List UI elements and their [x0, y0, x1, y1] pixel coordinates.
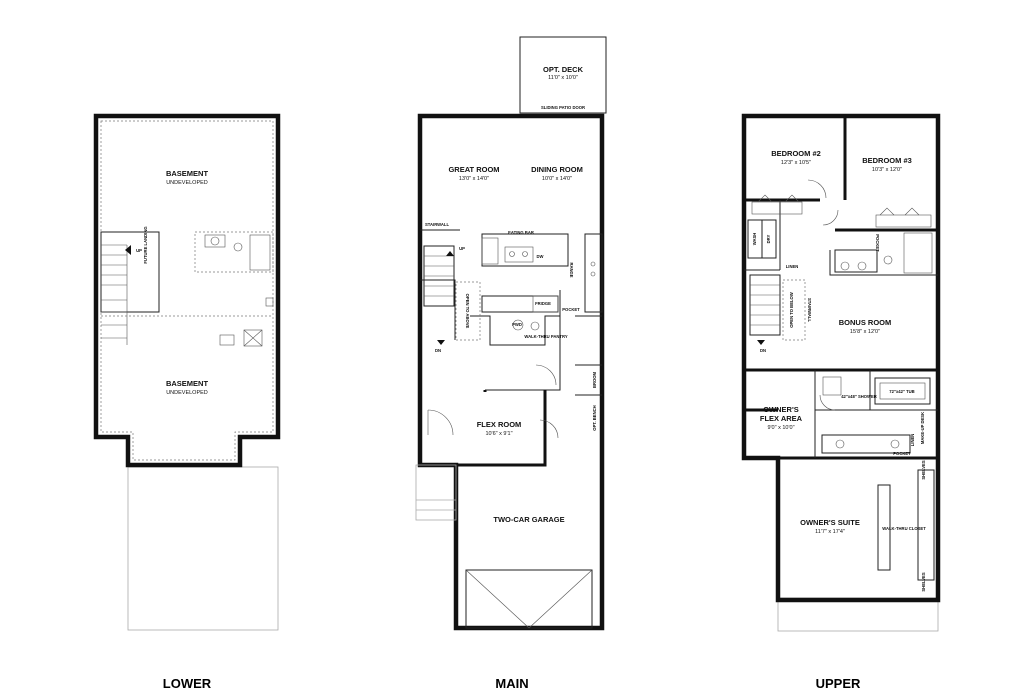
- dining-room-dim: 10'0" x 14'0": [542, 176, 572, 182]
- owners-flex-name-line1: OWNER'S: [763, 405, 799, 414]
- linen-label: LINEN: [786, 264, 799, 269]
- lower-stair-zone: [100, 231, 160, 313]
- closet-shelf-right: [917, 469, 935, 581]
- bedroom2-dim: 12'3" x 10'5": [781, 160, 811, 166]
- dining-room-name: DINING ROOM: [531, 165, 583, 174]
- closet-label: WALK-THRU CLOSET: [882, 526, 926, 531]
- upper-stairs: [749, 274, 806, 341]
- makeup-desk-label: MAKE-UP DESK: [920, 412, 925, 444]
- owners-flex-dim: 9'0" x 10'0": [767, 425, 794, 431]
- pocket2-label: POCKET: [893, 451, 911, 456]
- sliding-door-label: SLIDING PATIO DOOR: [541, 105, 585, 110]
- bench-label: OPT. BENCH: [592, 405, 597, 430]
- closet-shelf-left: [877, 484, 891, 571]
- dry-label: DRY: [766, 234, 771, 243]
- up-arrow-icon: [125, 245, 131, 255]
- range-counter: [584, 233, 603, 313]
- bedroom3-dim: 10'3" x 12'0": [872, 167, 902, 173]
- kitchen-island: [481, 233, 569, 267]
- main-pocket-label: POCKET: [562, 307, 580, 312]
- open-above-label: OPEN TO ABOVE: [465, 294, 470, 329]
- powder-sink-icon: [512, 319, 524, 331]
- main-dn-label: DN: [435, 348, 441, 353]
- main-stairwall-label: STAIRWALL: [425, 222, 449, 227]
- toilet-icon: [883, 255, 893, 265]
- deck-outline: [519, 36, 607, 114]
- main-exterior-wall: [417, 113, 605, 631]
- upper-exterior-wall: [741, 113, 941, 603]
- main-stairs: [423, 245, 481, 341]
- pantry-label: WALK-THRU PANTRY: [524, 334, 567, 339]
- great-room-dim: 13'0" x 14'0": [459, 176, 489, 182]
- down-arrow-icon: [757, 340, 765, 345]
- bedroom3-name: BEDROOM #3: [862, 156, 912, 165]
- soaker-tub-icon: [874, 377, 931, 405]
- bonus-room-name: BONUS ROOM: [839, 318, 892, 327]
- upper-stairwall-label: STAIRWALL: [807, 298, 812, 322]
- main-up-label: UP: [459, 246, 465, 251]
- owners-suite-dim: 11'7" x 17'4": [815, 529, 845, 535]
- deck-name: OPT. DECK: [543, 65, 584, 74]
- double-vanity: [821, 434, 911, 454]
- down-arrow-icon: [437, 340, 445, 345]
- main-floor-plan: OPT. DECK 11'0" x 10'0" SLIDING PATIO DO…: [415, 36, 607, 631]
- shower-label: 42"x48" SHOWER: [841, 394, 877, 399]
- range-label: RANGE: [569, 262, 574, 277]
- sink-icon: [210, 236, 220, 246]
- upper-yard-outline: [777, 597, 939, 632]
- broom-label: BROOM: [592, 371, 597, 388]
- sink-icon: [857, 261, 867, 271]
- lower-roughin-area: [194, 231, 274, 273]
- level-title-main: MAIN: [495, 676, 528, 691]
- deck-dim: 11'0" x 10'0": [548, 75, 578, 81]
- flex-room-dim: 10'6" x 9'1": [485, 431, 512, 437]
- linen2-label: LINEN: [910, 434, 915, 447]
- powder-room-label: PWD: [512, 322, 522, 327]
- upper-pocket-label: POCKET: [875, 234, 880, 252]
- shelves-label-top: SHELVES: [921, 460, 926, 479]
- lower-stairs-note: FUTURE LANDING: [143, 226, 148, 263]
- lower-basement-bottom-sub: UNDEVELOPED: [166, 390, 208, 396]
- lower-basement-top-name: BASEMENT: [166, 169, 209, 178]
- upper-floor-plan: BEDROOM #2 12'3" x 10'5" BEDROOM #3 10'3…: [741, 113, 941, 632]
- garage-name: TWO-CAR GARAGE: [493, 515, 564, 524]
- lower-floor-plan: UP FUTURE LANDING BASEMENT UNDEVELOPED B…: [93, 113, 281, 631]
- toilet-icon: [530, 321, 540, 331]
- shelves-label-bottom: SHELVES: [921, 572, 926, 591]
- dw-label: DW: [537, 254, 544, 259]
- great-room-name: GREAT ROOM: [448, 165, 499, 174]
- water-heater-icon: [219, 334, 235, 346]
- sink-icon: [840, 261, 850, 271]
- kitchen-sink-icon: [509, 251, 515, 257]
- tub-icon: [903, 232, 933, 274]
- lower-basement-bottom-name: BASEMENT: [166, 379, 209, 388]
- eating-bar-label: EATING BAR: [508, 230, 534, 235]
- lower-up-label: UP: [136, 248, 142, 253]
- tub-label: 72"x42" TUB: [889, 389, 914, 394]
- upper-dn-label: DN: [760, 348, 766, 353]
- lower-exterior-wall: [93, 113, 281, 468]
- lower-basement-top-sub: UNDEVELOPED: [166, 180, 208, 186]
- garage-door: [465, 569, 593, 629]
- wash-label: WASH: [752, 233, 757, 246]
- owners-suite-name: OWNER'S SUITE: [800, 518, 860, 527]
- owners-flex-name-line2: FLEX AREA: [760, 414, 803, 423]
- tub-icon: [249, 234, 271, 271]
- up-arrow-icon: [446, 251, 454, 256]
- level-title-lower: LOWER: [163, 676, 212, 691]
- bonus-room-dim: 15'8" x 12'0": [850, 329, 880, 335]
- bedroom2-name: BEDROOM #2: [771, 149, 821, 158]
- flex-room-name: FLEX ROOM: [477, 420, 522, 429]
- lower-yard-outline: [127, 466, 279, 631]
- level-title-upper: UPPER: [816, 676, 861, 691]
- open-below-label: OPEN TO BELOW: [789, 292, 794, 328]
- toilet-icon: [233, 242, 243, 252]
- fridge-label: FRIDGE: [535, 301, 551, 306]
- furnace-icon: [243, 329, 263, 347]
- lower-stairs: [101, 244, 128, 345]
- upper-closets: [751, 194, 932, 228]
